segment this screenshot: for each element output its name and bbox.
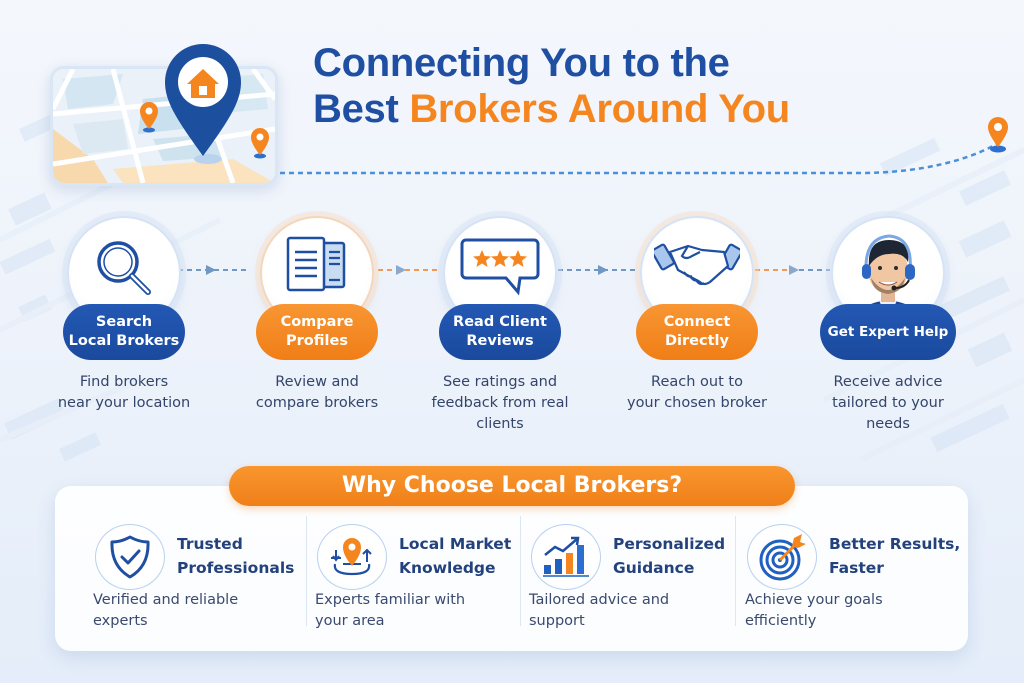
benefit-description: Verified and reliable experts: [93, 592, 239, 629]
step-connect[interactable]: Connect Directly Reach out to your chose…: [617, 216, 777, 414]
benefit-icon-circle: [317, 524, 387, 590]
step-description: See ratings and feedback from real clien…: [431, 374, 569, 432]
flow-arrow-icon: [558, 265, 638, 275]
step-expert-help[interactable]: Get Expert Help Receive advice tailored …: [808, 216, 968, 435]
divider: [306, 516, 307, 626]
step-label: Read Client Reviews: [439, 304, 561, 360]
growth-chart-icon: [543, 536, 589, 577]
route-path: [280, 117, 1008, 175]
benefit-title: Personalized Guidance: [613, 535, 726, 577]
step-description: Review and compare brokers: [255, 374, 379, 411]
step-label: Search Local Brokers: [63, 304, 185, 360]
target-arrow-icon: [759, 534, 806, 581]
step-description: Receive advice tailored to your needs: [832, 374, 944, 432]
local-pin-icon: [331, 538, 372, 576]
benefit-description: Experts familiar with your area: [315, 592, 466, 629]
benefit-title: Trusted Professionals: [177, 535, 295, 577]
step-compare[interactable]: Compare Profiles Review and compare brok…: [237, 216, 397, 414]
flow-arrow-icon: [755, 265, 830, 275]
title-accent: Brokers Around You: [409, 87, 790, 131]
divider: [735, 516, 736, 626]
location-pin-icon: [251, 128, 269, 159]
benefit-title: Local Market Knowledge: [399, 535, 512, 577]
step-search[interactable]: Search Local Brokers Find brokers near y…: [44, 216, 204, 414]
benefit-title: Better Results, Faster: [829, 535, 961, 577]
step-description: Reach out to your chosen broker: [626, 374, 767, 411]
benefit-description: Tailored advice and support: [529, 592, 670, 629]
benefit-description: Achieve your goals efficiently: [745, 592, 883, 629]
why-choose-banner: Why Choose Local Brokers?: [229, 466, 795, 506]
page-title: Connecting You to the Best Brokers Aroun…: [313, 40, 790, 132]
handshake-icon: [654, 243, 740, 286]
benefit-icon-circle: [95, 524, 165, 590]
step-label: Connect Directly: [636, 304, 758, 360]
shield-check-icon: [110, 535, 150, 579]
home-location-pin-icon: [165, 44, 241, 156]
title-line-2: Best Brokers Around You: [313, 87, 790, 131]
step-reviews[interactable]: Read Client Reviews See ratings and feed…: [420, 216, 580, 435]
step-label: Compare Profiles: [256, 304, 378, 360]
destination-pin-icon: [988, 117, 1008, 153]
documents-icon: [286, 236, 346, 292]
step-description: Find brokers near your location: [57, 374, 191, 411]
divider: [520, 516, 521, 626]
star-rating-bubble-icon: [460, 238, 540, 296]
benefit-icon-circle: [531, 524, 601, 590]
benefits-card: Trusted Professionals Verified and relia…: [55, 486, 968, 651]
title-line-1: Connecting You to the: [313, 41, 730, 85]
step-label: Get Expert Help: [820, 304, 956, 360]
benefit-icon-circle: [747, 524, 817, 590]
location-pin-icon: [140, 102, 158, 133]
flow-arrow-icon: [178, 265, 248, 275]
magnifier-icon: [97, 241, 151, 295]
